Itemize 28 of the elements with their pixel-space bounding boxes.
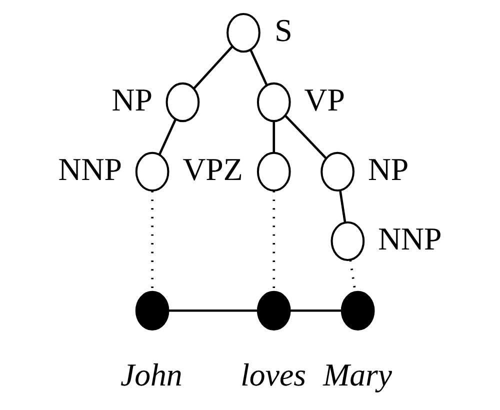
- node-label: NP: [112, 82, 152, 118]
- node-circle: [135, 290, 170, 330]
- node-circle: [256, 82, 291, 122]
- node-circle: [166, 82, 200, 122]
- connector: [249, 49, 268, 86]
- node-label: Mary: [323, 357, 392, 392]
- node-label: NP: [368, 152, 409, 187]
- node-circle: [256, 290, 291, 330]
- node-label: VPZ: [182, 152, 243, 187]
- node-circle: [226, 12, 260, 53]
- node-label: S: [274, 12, 292, 48]
- connector: [339, 190, 346, 223]
- node-label: NNP: [58, 152, 122, 187]
- connector: [272, 121, 276, 153]
- connector: [192, 46, 234, 90]
- node-label: John: [120, 357, 182, 392]
- node-label: loves: [240, 357, 306, 392]
- connector: [158, 118, 177, 155]
- node-circle: [330, 221, 365, 261]
- node-circle: [320, 152, 354, 192]
- connector: [168, 310, 258, 312]
- node-circle: [256, 152, 291, 192]
- node-circle: [135, 152, 170, 192]
- connector: [290, 310, 342, 312]
- node-circle: [340, 290, 375, 330]
- node-label: VP: [304, 82, 345, 118]
- node-label: NNP: [378, 221, 442, 256]
- connector: [284, 115, 327, 159]
